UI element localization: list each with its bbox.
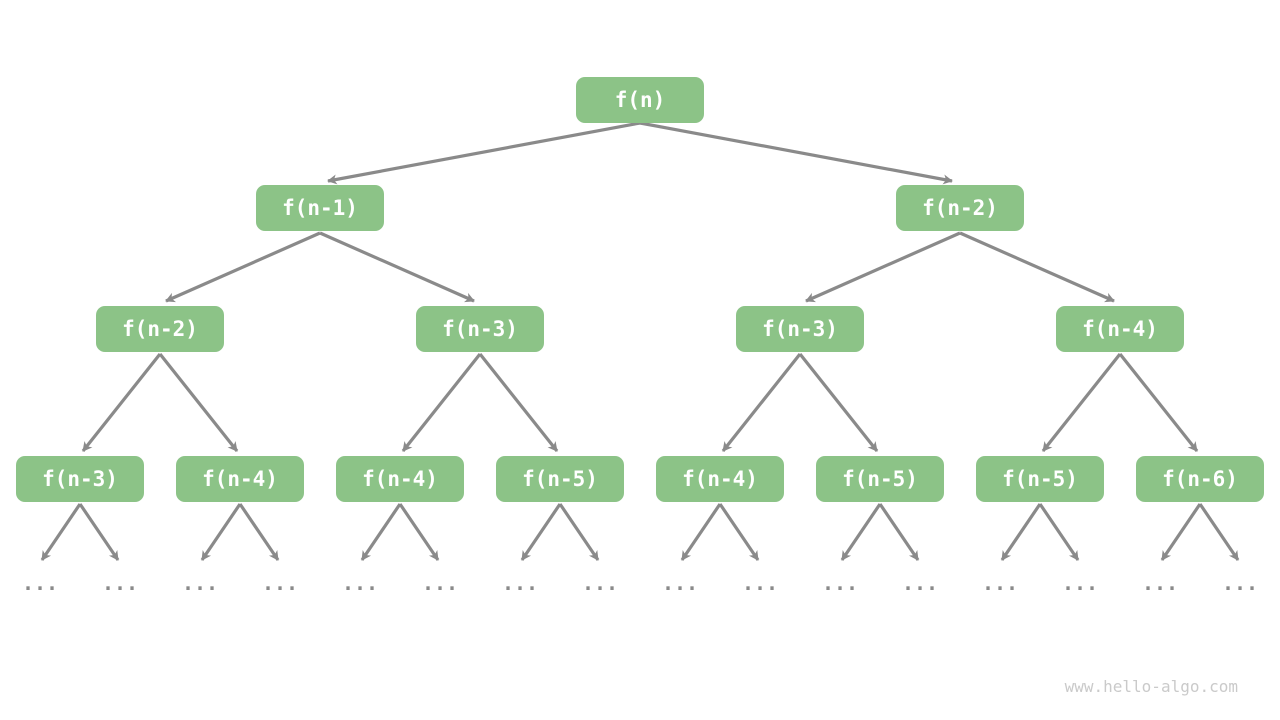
tree-edge bbox=[1160, 503, 1202, 561]
tree-node: f(n-3) bbox=[16, 456, 144, 502]
tree-edge bbox=[680, 503, 722, 561]
tree-edge bbox=[639, 121, 953, 185]
tree-node: f(n-4) bbox=[176, 456, 304, 502]
tree-edge bbox=[319, 231, 475, 303]
leaf-ellipsis: ... bbox=[1061, 571, 1099, 595]
leaf-ellipsis: ... bbox=[821, 571, 859, 595]
tree-node: f(n-2) bbox=[96, 306, 224, 352]
tree-edge bbox=[360, 503, 402, 561]
tree-edge bbox=[1000, 503, 1042, 561]
leaf-ellipsis: ... bbox=[901, 571, 939, 595]
tree-node: f(n-5) bbox=[496, 456, 624, 502]
tree-node: f(n-3) bbox=[736, 306, 864, 352]
tree-edge bbox=[200, 503, 242, 561]
tree-node: f(n) bbox=[576, 77, 704, 123]
tree-edge bbox=[1118, 353, 1199, 452]
tree-edge bbox=[478, 353, 559, 452]
tree-node: f(n-2) bbox=[896, 185, 1024, 231]
tree-edge bbox=[81, 353, 162, 452]
tree-edge bbox=[840, 503, 882, 561]
watermark: www.hello-algo.com bbox=[1064, 677, 1238, 696]
tree-edge bbox=[238, 503, 280, 561]
leaf-ellipsis: ... bbox=[661, 571, 699, 595]
leaf-ellipsis: ... bbox=[341, 571, 379, 595]
tree-edge bbox=[878, 503, 920, 561]
tree-edge bbox=[558, 503, 600, 561]
tree-edge bbox=[718, 503, 760, 561]
leaf-ellipsis: ... bbox=[421, 571, 459, 595]
tree-node: f(n-1) bbox=[256, 185, 384, 231]
tree-edge bbox=[520, 503, 562, 561]
tree-node: f(n-4) bbox=[1056, 306, 1184, 352]
tree-node: f(n-4) bbox=[656, 456, 784, 502]
leaf-ellipsis: ... bbox=[101, 571, 139, 595]
tree-node: f(n-4) bbox=[336, 456, 464, 502]
tree-node: f(n-5) bbox=[816, 456, 944, 502]
tree-edge bbox=[401, 353, 482, 452]
tree-edge bbox=[798, 353, 879, 452]
leaf-ellipsis: ... bbox=[581, 571, 619, 595]
tree-edge bbox=[398, 503, 440, 561]
tree-edge bbox=[165, 231, 321, 303]
tree-edge bbox=[805, 231, 961, 303]
tree-edge bbox=[78, 503, 120, 561]
tree-edge bbox=[158, 353, 239, 452]
tree-node: f(n-3) bbox=[416, 306, 544, 352]
tree-node: f(n-6) bbox=[1136, 456, 1264, 502]
leaf-ellipsis: ... bbox=[1141, 571, 1179, 595]
tree-edge bbox=[327, 121, 641, 185]
leaf-ellipsis: ... bbox=[741, 571, 779, 595]
tree-edge bbox=[1038, 503, 1080, 561]
leaf-ellipsis: ... bbox=[21, 571, 59, 595]
leaf-ellipsis: ... bbox=[1221, 571, 1259, 595]
leaf-ellipsis: ... bbox=[261, 571, 299, 595]
tree-edge bbox=[959, 231, 1115, 303]
tree-edge bbox=[1198, 503, 1240, 561]
tree-edge bbox=[40, 503, 82, 561]
leaf-ellipsis: ... bbox=[181, 571, 219, 595]
tree-node: f(n-5) bbox=[976, 456, 1104, 502]
leaf-ellipsis: ... bbox=[981, 571, 1019, 595]
tree-edge bbox=[721, 353, 802, 452]
tree-edge bbox=[1041, 353, 1122, 452]
leaf-ellipsis: ... bbox=[501, 571, 539, 595]
